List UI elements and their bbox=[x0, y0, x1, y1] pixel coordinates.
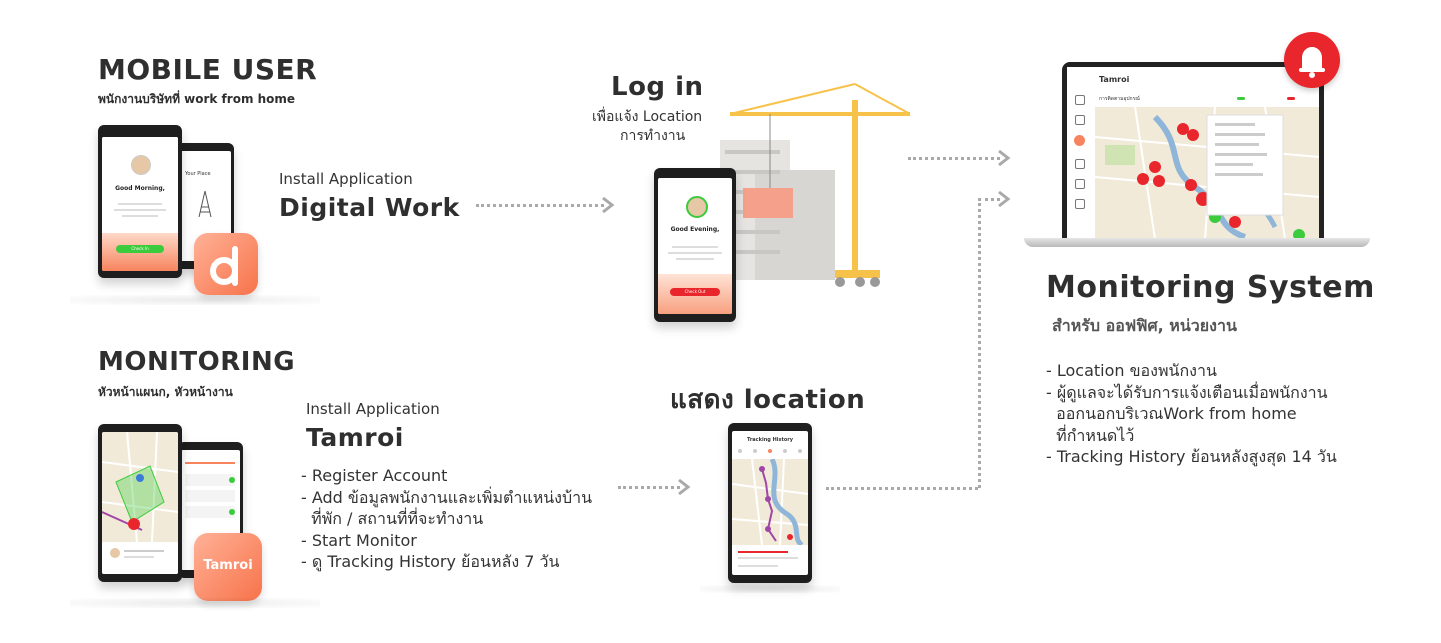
tracking-map bbox=[732, 459, 808, 545]
laptop: Tamroi การติดตามอุปกรณ์ bbox=[1062, 62, 1324, 240]
tamroi-app-name: Tamroi bbox=[306, 423, 404, 452]
bullet-item: ที่พัก / สถานที่ที่จะทำงาน bbox=[301, 509, 484, 528]
digital-work-logo bbox=[194, 233, 258, 295]
bullet-item: - ผู้ดูแลจะได้รับการแจ้งเตือนเมื่อพนักงา… bbox=[1046, 382, 1328, 402]
monitoring-title: MONITORING bbox=[98, 347, 296, 377]
digital-work-phone-back: Your Place bbox=[176, 143, 234, 269]
sidebar-icon[interactable] bbox=[1075, 159, 1085, 169]
tamroi-phone-map bbox=[102, 432, 178, 543]
digital-work-app-name: Digital Work bbox=[279, 193, 460, 222]
sidebar-icon-active[interactable] bbox=[1074, 135, 1085, 146]
show-location-title: แสดง location bbox=[670, 385, 866, 415]
login-line2: การทำงาน bbox=[620, 128, 686, 144]
digital-work-install-label: Install Application bbox=[279, 170, 413, 188]
avatar bbox=[110, 548, 120, 558]
monitoring-bullets: - Register Account - Add ข้อมูลพนักงานแล… bbox=[301, 465, 592, 573]
arrow-line bbox=[908, 157, 1000, 160]
arrow-head-icon bbox=[678, 478, 691, 496]
digital-work-d-icon bbox=[210, 246, 238, 286]
monitoring-system-bullets: - Location ของพนักงาน - ผู้ดูแลจะได้รับก… bbox=[1046, 360, 1337, 468]
bullet-item: - Add ข้อมูลพนักงานและเพิ่มตำแหน่งบ้าน bbox=[301, 487, 593, 507]
alert-bell-badge bbox=[1284, 32, 1340, 88]
tamroi-logo-text: Tamroi bbox=[203, 558, 253, 573]
arrow-head-icon bbox=[998, 149, 1011, 167]
sidebar-icon[interactable] bbox=[1075, 179, 1085, 189]
laptop-header: การติดตามอุปกรณ์ bbox=[1099, 96, 1140, 102]
tower-icon bbox=[198, 191, 212, 217]
tracking-phone: Tracking History bbox=[728, 423, 812, 583]
bullet-item: ที่กำหนดไว้ bbox=[1046, 425, 1135, 445]
login-phone-greeting: Good Evening, bbox=[670, 226, 720, 233]
laptop-map bbox=[1095, 107, 1319, 239]
sidebar-icon[interactable] bbox=[1075, 199, 1085, 209]
tamroi-logo: Tamroi bbox=[194, 533, 262, 601]
arrow-line bbox=[978, 198, 1000, 201]
monitoring-system-subtitle: สำหรับ ออฟฟิศ, หน่วยงาน bbox=[1052, 316, 1237, 335]
tracking-header: Tracking History bbox=[746, 437, 793, 443]
bullet-item: - Tracking History ย้อนหลังสูงสุด 14 วัน bbox=[1046, 447, 1337, 466]
tamroi-phone bbox=[98, 424, 182, 582]
check-out-button[interactable]: Check Out bbox=[670, 288, 720, 296]
login-title: Log in bbox=[611, 72, 704, 102]
digital-work-phone: Good Morning, Check In bbox=[98, 125, 182, 278]
bell-icon bbox=[1299, 47, 1325, 78]
laptop-brand: Tamroi bbox=[1099, 75, 1130, 84]
second-screen-title: Your Place bbox=[185, 171, 211, 177]
arrow-head-icon bbox=[998, 190, 1011, 208]
login-phone: Good Evening, Check Out bbox=[654, 168, 736, 322]
monitoring-system-title: Monitoring System bbox=[1046, 270, 1375, 305]
construction-illustration bbox=[720, 83, 911, 287]
arrow-line bbox=[476, 204, 604, 207]
laptop-base bbox=[1024, 238, 1370, 247]
arrow-line-vertical bbox=[978, 198, 981, 488]
bullet-item: ออกนอกบริเวณWork from home bbox=[1046, 404, 1297, 423]
tamroi-install-label: Install Application bbox=[306, 400, 440, 418]
arrow-line bbox=[618, 486, 680, 489]
bullet-item: - Start Monitor bbox=[301, 530, 417, 550]
mobile-user-subtitle: พนักงานบริษัทที่ work from home bbox=[98, 92, 296, 106]
mobile-user-title: MOBILE USER bbox=[98, 53, 318, 86]
bullet-item: - ดู Tracking History ย้อนหลัง 7 วัน bbox=[301, 552, 560, 571]
monitoring-subtitle: หัวหน้าแผนก, หัวหน้างาน bbox=[98, 385, 233, 399]
avatar bbox=[131, 155, 151, 175]
arrow-line bbox=[826, 487, 978, 490]
bullet-item: - Location ของพนักงาน bbox=[1046, 361, 1217, 380]
check-in-button[interactable]: Check In bbox=[116, 245, 164, 253]
bullet-item: - Register Account bbox=[301, 466, 448, 485]
sidebar-icon[interactable] bbox=[1075, 95, 1085, 105]
avatar bbox=[686, 196, 708, 218]
phone-greeting: Good Morning, bbox=[115, 185, 165, 192]
login-line1: เพื่อแจ้ง Location bbox=[592, 109, 703, 125]
sidebar-icon[interactable] bbox=[1075, 115, 1085, 125]
arrow-head-icon bbox=[602, 196, 615, 214]
